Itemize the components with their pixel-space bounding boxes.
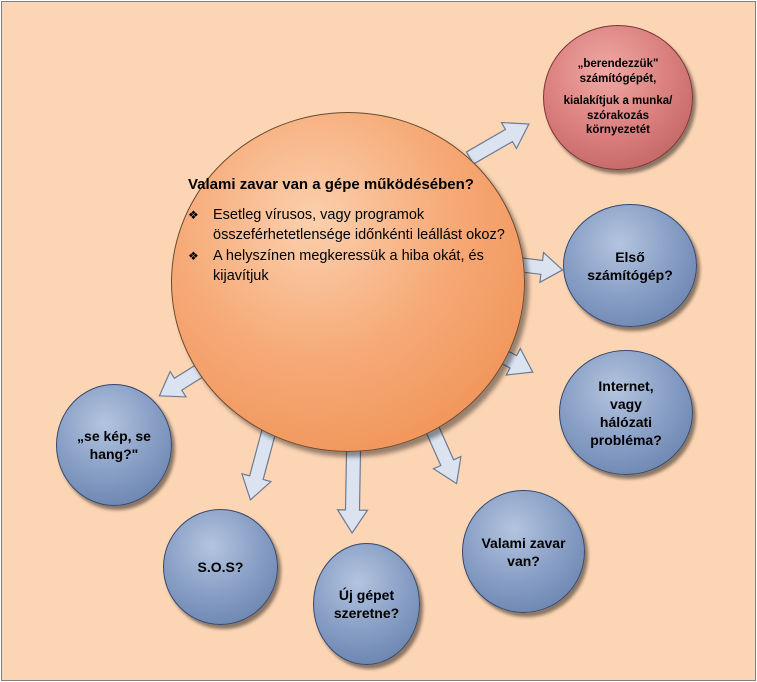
bubble-sekep-line1: „se kép, se <box>77 428 151 444</box>
arrow-to-berendezzuk <box>465 121 530 165</box>
bubble-sos-line1: S.O.S? <box>197 559 244 575</box>
bubble-berendezzuk-line3: kialakítjuk a munka/ <box>563 95 673 108</box>
bubble-berendezzuk-line4: szórakozás <box>586 109 649 122</box>
central-topic-bullets: ❖ Esetleg vírusos, vagy programok összef… <box>188 205 518 286</box>
bubble-internet: Internet, vagy hálózati probléma? <box>559 350 693 475</box>
bubble-sekep-line2: hang?" <box>89 446 139 462</box>
bubble-berendezzuk: „berendezzük" számítógépét, kialakítjuk … <box>543 25 693 170</box>
central-topic-text: Valami zavar van a gépe működésében? ❖ E… <box>188 176 518 287</box>
bubble-internet-line4: probléma? <box>590 431 662 448</box>
central-topic-title: Valami zavar van a gépe működésében? <box>188 176 474 193</box>
bubble-sos: S.O.S? <box>163 509 278 625</box>
bubble-berendezzuk-line2: számítógépét, <box>579 72 657 85</box>
central-topic-circle <box>171 112 525 452</box>
bullet-text-repair: A helyszínen megkeressük a hiba okát, és… <box>213 248 484 284</box>
bubble-berendezzuk-line1: „berendezzük" <box>577 58 659 71</box>
diamond-bullet-icon: ❖ <box>188 249 199 263</box>
bubble-internet-line2: vagy <box>610 395 642 412</box>
bubble-valami-zavar: Valami zavar van? <box>462 490 585 613</box>
bubble-elso-szamitogep: Első számítógép? <box>563 204 697 327</box>
bubble-uj-line2: szeretne? <box>333 605 400 621</box>
bubble-se-kep-se-hang: „se kép, se hang?" <box>56 384 172 506</box>
bullet-item-repair: ❖ A helyszínen megkeressük a hiba okát, … <box>188 246 518 286</box>
diamond-bullet-icon: ❖ <box>188 208 199 222</box>
bubble-elso-line1: Első <box>615 248 645 265</box>
bubble-elso-line2: számítógép? <box>587 266 673 283</box>
bubble-valami-line1: Valami zavar <box>481 534 566 551</box>
bubble-uj-gepet: Új gépet szeretne? <box>313 543 420 665</box>
bubble-internet-line1: Internet, <box>598 377 654 394</box>
bullet-item-virus: ❖ Esetleg vírusos, vagy programok összef… <box>188 205 518 245</box>
bullet-text-virus: Esetleg vírusos, vagy programok összefér… <box>213 207 505 243</box>
bubble-valami-line2: van? <box>507 552 540 569</box>
bubble-internet-line3: hálózati <box>599 413 653 430</box>
bubble-uj-line1: Új gépet <box>338 587 395 603</box>
bubble-berendezzuk-line5: környezetét <box>586 124 650 137</box>
